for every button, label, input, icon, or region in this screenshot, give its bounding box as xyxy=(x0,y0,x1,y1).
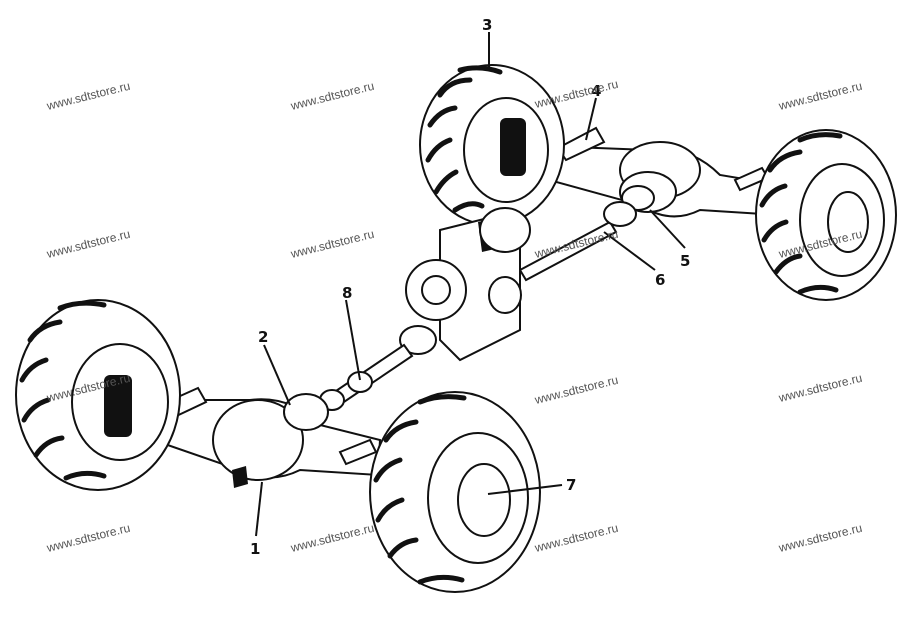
front-right-wheel xyxy=(369,391,541,593)
transfer-case xyxy=(405,207,531,362)
front-axle-drain-plug xyxy=(232,466,248,488)
leader-7 xyxy=(487,484,563,495)
rear-propeller-shaft-tube xyxy=(518,220,618,282)
front-propeller-shaft-joint xyxy=(347,371,373,393)
callout-1: 1 xyxy=(250,540,260,558)
callout-4: 4 xyxy=(591,82,601,100)
leader-2 xyxy=(263,344,291,406)
transfer-case-pulley-hub xyxy=(421,275,451,305)
leader-8 xyxy=(345,299,361,381)
leader-lines xyxy=(255,32,686,537)
leader-5 xyxy=(649,209,686,249)
front-propeller-shaft-flange xyxy=(399,325,437,355)
leader-1 xyxy=(255,481,263,537)
callout-5: 5 xyxy=(680,252,690,270)
watermark-text: www.sdtstore.ru xyxy=(776,521,863,555)
front-axle xyxy=(129,386,382,488)
watermark-text: www.sdtstore.ru xyxy=(532,227,619,261)
callout-3: 3 xyxy=(482,16,492,34)
callout-6: 6 xyxy=(655,271,665,289)
rear-axle xyxy=(519,126,782,218)
rear-propeller-shaft xyxy=(518,201,637,282)
watermark-text: www.sdtstore.ru xyxy=(776,79,863,113)
front-final-drive-flange xyxy=(283,393,329,431)
callout-7: 7 xyxy=(566,476,576,494)
rear-right-wheel xyxy=(755,129,897,301)
rear-right-hub xyxy=(827,191,869,253)
watermark-text: www.sdtstore.ru xyxy=(288,79,375,113)
watermark-text: www.sdtstore.ru xyxy=(44,227,131,261)
front-differential-housing xyxy=(212,399,304,481)
rear-left-brake xyxy=(500,118,526,176)
watermark-text: www.sdtstore.ru xyxy=(288,227,375,261)
leader-4 xyxy=(585,97,597,141)
watermark-text: www.sdtstore.ru xyxy=(44,79,131,113)
front-right-hub xyxy=(457,463,511,537)
front-left-brake xyxy=(104,375,132,437)
watermark-text: www.sdtstore.ru xyxy=(532,521,619,555)
rear-left-wheel xyxy=(419,64,565,226)
front-left-wheel xyxy=(15,299,181,491)
watermark-text: www.sdtstore.ru xyxy=(288,521,375,555)
transfer-case-rear-flange xyxy=(479,207,531,253)
leader-6 xyxy=(603,231,656,271)
front-propeller-shaft xyxy=(319,325,437,411)
front-axle-mount-bracket-right xyxy=(338,438,378,466)
watermark-text: www.sdtstore.ru xyxy=(44,521,131,555)
transfer-case-output xyxy=(488,276,522,314)
callout-8: 8 xyxy=(342,284,352,302)
callout-2: 2 xyxy=(258,328,268,346)
watermark-text: www.sdtstore.ru xyxy=(532,77,619,111)
watermark-text: www.sdtstore.ru xyxy=(532,373,619,407)
watermark-text: www.sdtstore.ru xyxy=(776,371,863,405)
rear-propeller-shaft-joint xyxy=(603,201,637,227)
callouts: 3 4 5 6 8 2 7 1 xyxy=(250,16,690,558)
